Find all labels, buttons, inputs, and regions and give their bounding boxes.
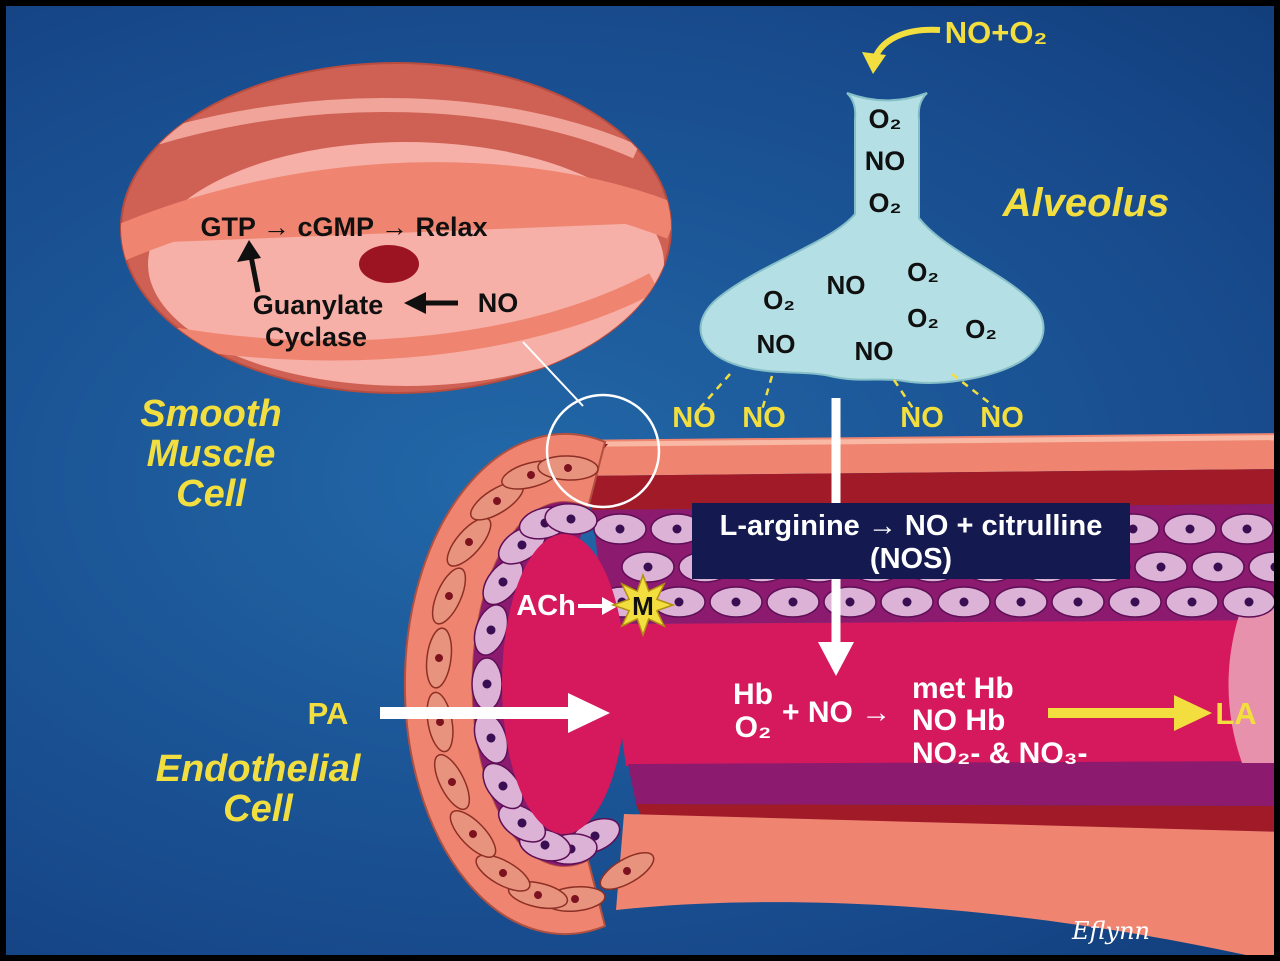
molecule-no: NO — [827, 270, 866, 300]
m-receptor-label: M — [632, 591, 654, 621]
endothelial-cell-label-1: Endothelial — [156, 748, 362, 790]
vessel-cut-end — [403, 433, 660, 935]
muscle-cell-streak — [153, 98, 639, 159]
up-arrow-head — [237, 240, 261, 262]
la-arrow-head — [1174, 695, 1212, 731]
endothelial-cell — [709, 586, 763, 618]
nos-label: (NOS) — [870, 543, 952, 575]
nos-reaction-box: L-arginine → NO + citrulline (NOS) — [692, 503, 1130, 579]
vessel-bottom-media-band — [636, 804, 1274, 832]
magnified-region-circle — [545, 393, 661, 509]
smooth-muscle-cell-label-2: Muscle — [147, 433, 276, 475]
vessel-bottom-outer-band — [616, 814, 1274, 955]
released-no-label: NO — [742, 402, 786, 434]
nos-reaction-text: L-arginine → NO + citrulline — [720, 510, 1103, 542]
endothelial-cell — [593, 513, 647, 545]
lumen-opening — [502, 534, 626, 834]
endothelial-cell — [1220, 513, 1274, 545]
ach-arrow-head — [602, 597, 618, 615]
no-text: NO — [478, 288, 519, 318]
endothelial-cell — [880, 586, 934, 618]
inlet-arrow-head — [862, 52, 886, 74]
smooth-muscle-cell-label-3: Cell — [176, 473, 247, 515]
endothelial-cell — [1165, 586, 1219, 618]
smooth-muscle-cell-inset: GTP → cGMP → Relax Guanylate Cyclase NO — [120, 62, 672, 394]
alveolus-label: Alveolus — [1002, 181, 1170, 225]
inlet-arrow-shaft — [872, 26, 941, 60]
cyclase-text: Cyclase — [265, 322, 367, 352]
la-label: LA — [1215, 696, 1256, 731]
released-no-label: NO — [980, 402, 1024, 434]
vessel-far-opening — [1228, 606, 1274, 763]
muscle-cell-band-lower — [164, 273, 659, 361]
pa-inflow: PA — [308, 693, 610, 733]
artist-signature: Eflynn — [1071, 917, 1150, 945]
molecule-o2: O₂ — [907, 257, 939, 287]
hb-label: Hb — [733, 678, 773, 711]
alveolus-inlet: NO+O₂ — [862, 15, 1047, 74]
molecule-o2: O₂ — [763, 285, 795, 315]
endothelial-cell — [1222, 586, 1274, 618]
vessel-top-highlight — [562, 435, 1274, 447]
released-no-label: NO — [672, 402, 716, 434]
molecule-o2: O₂ — [965, 314, 997, 344]
molecule-no: NO — [757, 329, 796, 359]
nos-box-background — [692, 503, 1130, 579]
arrow-head — [818, 642, 854, 676]
endothelial-cell — [1163, 513, 1217, 545]
released-no-label: NO — [900, 402, 944, 434]
left-arrow-head — [404, 292, 426, 314]
no-release-line — [760, 375, 774, 411]
muscle-cell-nucleus — [359, 245, 419, 283]
no-release: NO NO NO NO — [672, 373, 1024, 434]
ach-label: ACh — [516, 590, 576, 622]
endothelial-cell — [1191, 551, 1245, 583]
pa-label: PA — [308, 696, 349, 731]
m-receptor-star — [610, 572, 676, 638]
no-o2-inlet-label: NO+O₂ — [945, 15, 1048, 50]
endothelial-cell — [621, 551, 675, 583]
molecule-o2: O₂ — [869, 104, 902, 134]
smooth-muscle-cell-label-1: Smooth — [140, 393, 281, 435]
endothelial-cell — [994, 586, 1048, 618]
o2-label: O₂ — [735, 711, 772, 744]
hemoglobin-reaction: Hb O₂ + NO → met Hb NO Hb NO₂- & NO₃- — [733, 672, 1088, 770]
molecule-no: NO — [855, 336, 894, 366]
endothelial-cell — [937, 586, 991, 618]
gtp-cgmp-relax-text: GTP → cGMP → Relax — [200, 212, 487, 242]
molecule-o2: O₂ — [869, 188, 902, 218]
diagram-svg: L-arginine → NO + citrulline (NOS) — [120, 15, 1274, 955]
up-arrow-shaft — [248, 255, 261, 293]
vessel-top-media-band — [578, 469, 1274, 510]
molecule-o2: O₂ — [907, 303, 939, 333]
ach-receptor: ACh M — [516, 572, 676, 638]
region-labels: Smooth Muscle Cell Alveolus Endothelial … — [140, 181, 1169, 830]
endothelial-cell — [1134, 551, 1188, 583]
product-nohb: NO Hb — [912, 704, 1005, 737]
plus-no-label: + NO → — [782, 696, 891, 729]
muscle-cell-band — [121, 162, 671, 261]
vessel-bottom-endothelium-band — [628, 761, 1274, 806]
endothelial-cell — [1051, 586, 1105, 618]
endothelial-cell — [766, 586, 820, 618]
endothelial-cell-label-2: Cell — [223, 788, 294, 830]
vessel-lumen — [606, 620, 1274, 766]
guanylate-text: Guanylate — [253, 290, 384, 320]
alveolus-shape: O₂ NO O₂ O₂ NO O₂ NO O₂ O₂ NO — [699, 92, 1045, 384]
la-outflow: LA — [1048, 695, 1257, 731]
product-methb: met Hb — [912, 672, 1014, 705]
endothelial-cell — [471, 657, 503, 711]
alveolus-body — [699, 92, 1045, 384]
endothelial-cell — [1108, 586, 1162, 618]
no-release-line — [892, 379, 916, 411]
product-nitrite-nitrate: NO₂- & NO₃- — [912, 737, 1088, 770]
inset-connector-line — [522, 341, 584, 407]
pa-arrow-head — [568, 693, 610, 733]
no-release-line — [951, 373, 997, 409]
molecule-no: NO — [865, 146, 906, 176]
